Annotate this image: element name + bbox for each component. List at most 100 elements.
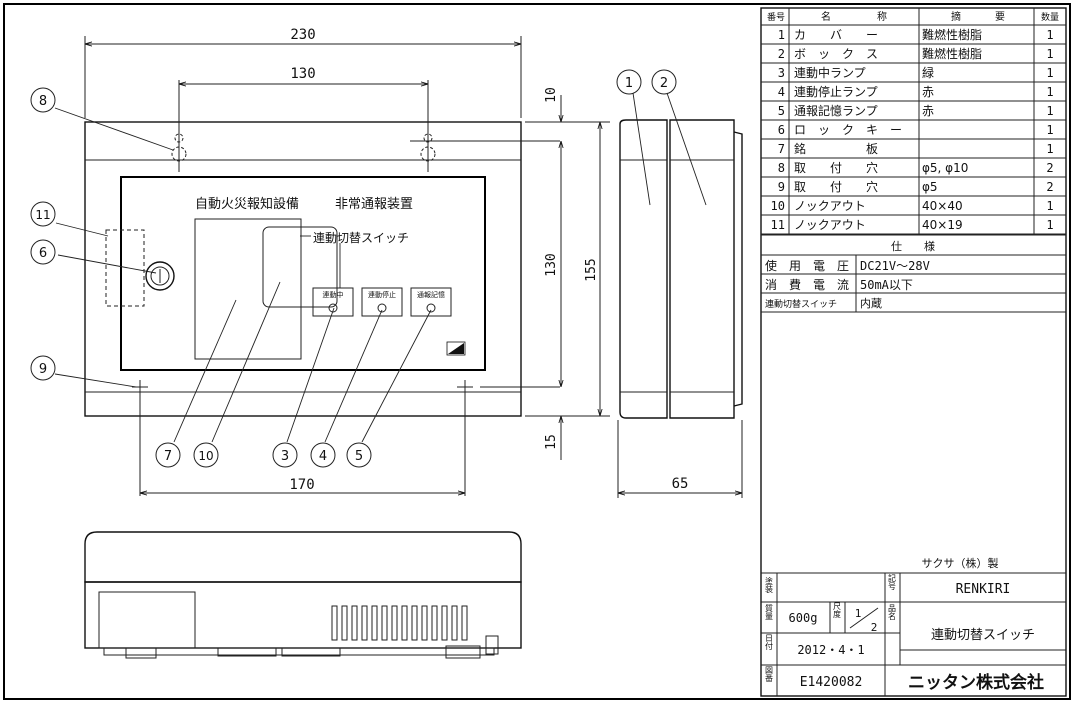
parts-row-2-name: ボ ッ ク ス [794,47,878,61]
callout-2: 2 [651,69,677,95]
hdr-name-1: 名 [821,10,831,23]
parts-row-10-qty: 1 [1046,199,1053,213]
callout-leaders [54,92,707,443]
vent-slot [331,605,338,641]
svg-text:9: 9 [39,362,47,377]
symbol-value: RENKIRI [956,582,1011,597]
svg-text:6: 6 [39,246,47,261]
parts-row-3-name: 連動中ランプ [794,65,866,80]
spec-value-current: 50mA以下 [860,278,913,292]
parts-row-10-no: 10 [771,199,785,213]
parts-row-4-no: 4 [778,85,785,99]
vent-slot [441,605,448,641]
hdr-note-1: 摘 [951,10,961,23]
parts-row-11-qty: 1 [1046,218,1053,232]
spec-value-voltage: DC21V～28V [860,259,930,273]
vent-slot [351,605,358,641]
lock-key-icon [145,261,175,291]
date-value: 2012・4・1 [797,643,864,657]
dim-10: 10 [544,87,559,103]
parts-row-3-no: 3 [778,66,785,80]
svg-text:1: 1 [625,76,633,91]
sheet-border [3,3,1071,700]
parts-row-10-name: ノックアウト [794,199,866,213]
maker-label: サクサ（株）製 [922,556,999,570]
symbol-label: 記号 [888,573,897,591]
parts-row-3-qty: 1 [1046,66,1053,80]
parts-row-3-note: 緑 [922,65,934,80]
svg-text:4: 4 [319,449,327,464]
weight-label: 質量 [765,603,774,620]
mounting-hole-9 [132,380,560,496]
callout-3: 3 [272,442,298,468]
vent-slot [391,605,398,641]
callout-7: 7 [155,442,181,468]
spec-label-switch: 連動切替スイッチ [765,298,837,310]
parts-row-2-no: 2 [778,47,785,61]
callout-11: 11 [30,201,56,227]
hdr-no: 番号 [767,11,785,23]
parts-row-2-qty: 1 [1046,47,1053,61]
callout-4: 4 [310,442,336,468]
parts-row-11-note: 40×19 [922,218,963,232]
parts-row-2-note: 難燃性樹脂 [922,46,982,61]
parts-row-8-note: φ5, φ10 [922,161,968,175]
parts-row-5-qty: 1 [1046,104,1053,118]
vent-slot [371,605,378,641]
parts-row-1-no: 1 [778,28,785,42]
vent-slot [361,605,368,641]
callout-8: 8 [30,87,56,113]
scale-num: 1 [855,607,862,620]
dim-155: 155 [584,258,599,281]
parts-row-1-name: カ バ ー [794,28,878,42]
svg-text:3: 3 [281,449,289,464]
svg-text:10: 10 [198,449,213,463]
company-name: ニッタン株式会社 [908,672,1044,693]
vent-slot [451,605,458,641]
parts-row-1-qty: 1 [1046,28,1053,42]
dim-65: 65 [672,476,689,492]
parts-table [760,7,1067,697]
mounting-hole-8-left [171,118,187,172]
spec-value-switch: 内蔵 [860,296,882,310]
dim-230: 230 [290,27,315,43]
callout-9: 9 [30,355,56,381]
panel-title-left: 自動火災報知設備 [195,196,299,212]
parts-row-9-no: 9 [778,180,785,194]
vent-slot [411,605,418,641]
drawing-label: 図番 [765,666,774,683]
name-label: 品名 [888,604,897,621]
spec-title: 仕 様 [891,239,935,253]
parts-row-8-no: 8 [778,161,785,175]
nameplate [194,218,302,360]
spec-label-voltage: 使 用 電 圧 [765,258,849,273]
front-view [84,118,560,496]
vent-slot [381,605,388,641]
panel-title-right: 非常通報装置 [335,197,413,212]
parts-row-5-note: 赤 [922,104,934,118]
spec-label-current: 消 費 電 流 [765,277,849,292]
date-label: 日付 [765,634,774,651]
parts-row-10-note: 40×40 [922,199,963,213]
switch-window [262,226,338,308]
side-view [617,119,743,498]
vent-slots [331,605,468,641]
drawing-value: E1420082 [800,675,863,690]
vent-slot [421,605,428,641]
callout-5: 5 [346,442,372,468]
callout-10: 10 [193,442,219,468]
paint-label-1: 塗装 [765,576,774,594]
vent-slot [341,605,348,641]
svg-text:7: 7 [164,449,172,464]
parts-row-6-no: 6 [778,123,785,137]
lamp-label-2: 連動停止 [368,290,396,299]
parts-row-5-no: 5 [778,104,785,118]
parts-row-4-qty: 1 [1046,85,1053,99]
mounting-hole-8-right [420,118,436,172]
parts-row-11-no: 11 [771,218,785,232]
dimension-lines [84,36,610,493]
svg-text:2: 2 [660,76,668,91]
hdr-qty: 数量 [1041,11,1059,23]
lamp-label-1: 連動中 [323,290,344,299]
